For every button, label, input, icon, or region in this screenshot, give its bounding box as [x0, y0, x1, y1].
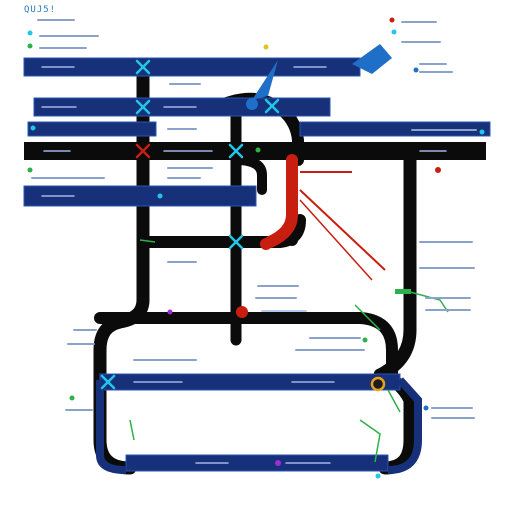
junction-5[interactable]	[135, 143, 151, 159]
band-frame	[96, 377, 422, 474]
accent-dot-red-1	[389, 17, 395, 23]
junction-2[interactable]	[135, 99, 151, 115]
junction-4[interactable]	[228, 234, 244, 250]
junction-3[interactable]	[228, 143, 244, 159]
blue-hub[interactable]	[246, 98, 258, 110]
accent-dots	[27, 17, 485, 479]
blue-pointer-2[interactable]	[352, 44, 392, 74]
accent-dot-green-4	[362, 337, 368, 343]
track-mid-loop	[231, 155, 267, 195]
red-spur-1	[299, 189, 386, 271]
junction-10[interactable]	[275, 460, 281, 466]
green-callout-3	[387, 389, 401, 413]
green-callout-2	[409, 291, 449, 313]
accent-dot-green-3	[255, 147, 261, 153]
blue-pointer-1[interactable]	[252, 60, 278, 100]
band-5[interactable]	[24, 142, 486, 160]
junction-7[interactable]	[264, 98, 280, 114]
diagram-title: QUJ5!	[24, 5, 56, 15]
red-spur-2	[299, 199, 373, 281]
junction-markers	[100, 59, 441, 466]
accent-dot-green-5	[69, 395, 75, 401]
band-4[interactable]	[299, 121, 491, 137]
accent-dot-cyan-2	[391, 29, 397, 35]
accent-dot-yellow-1	[263, 44, 269, 50]
red-node-2[interactable]	[236, 306, 248, 318]
label-placeholders	[31, 19, 477, 419]
accent-dot-cyan-4	[157, 193, 163, 199]
band-8[interactable]	[125, 454, 389, 472]
junction-9[interactable]	[395, 289, 411, 294]
band-3[interactable]	[27, 121, 157, 137]
junction-1[interactable]	[135, 59, 151, 75]
band-label-stubs	[41, 66, 447, 464]
band-6[interactable]	[23, 185, 257, 207]
blue-pointer-group	[246, 44, 392, 110]
accent-dot-green-2	[27, 167, 33, 173]
red-line	[236, 154, 386, 318]
green-callouts	[129, 239, 449, 463]
accent-dot-purple-1	[167, 309, 173, 315]
red-line-track	[264, 154, 298, 248]
accent-dot-cyan-5	[479, 129, 485, 135]
accent-dot-cyan-1	[27, 30, 33, 36]
accent-dot-blue-1	[413, 67, 419, 73]
red-node-1[interactable]	[260, 238, 272, 250]
accent-dot-blue-2	[423, 405, 429, 411]
accent-dot-cyan-6	[375, 473, 381, 479]
track-right-vertical	[373, 143, 417, 475]
green-callout-1	[354, 304, 381, 331]
green-callout-6	[139, 239, 156, 243]
junction-11[interactable]	[370, 376, 386, 392]
accent-dot-cyan-3	[30, 125, 36, 131]
junction-6[interactable]	[100, 374, 116, 390]
accent-dot-green-1	[27, 43, 33, 49]
track-bottom-link	[94, 312, 398, 388]
junction-8[interactable]	[435, 167, 441, 173]
green-callout-5	[359, 419, 381, 463]
green-callout-4	[129, 419, 135, 441]
